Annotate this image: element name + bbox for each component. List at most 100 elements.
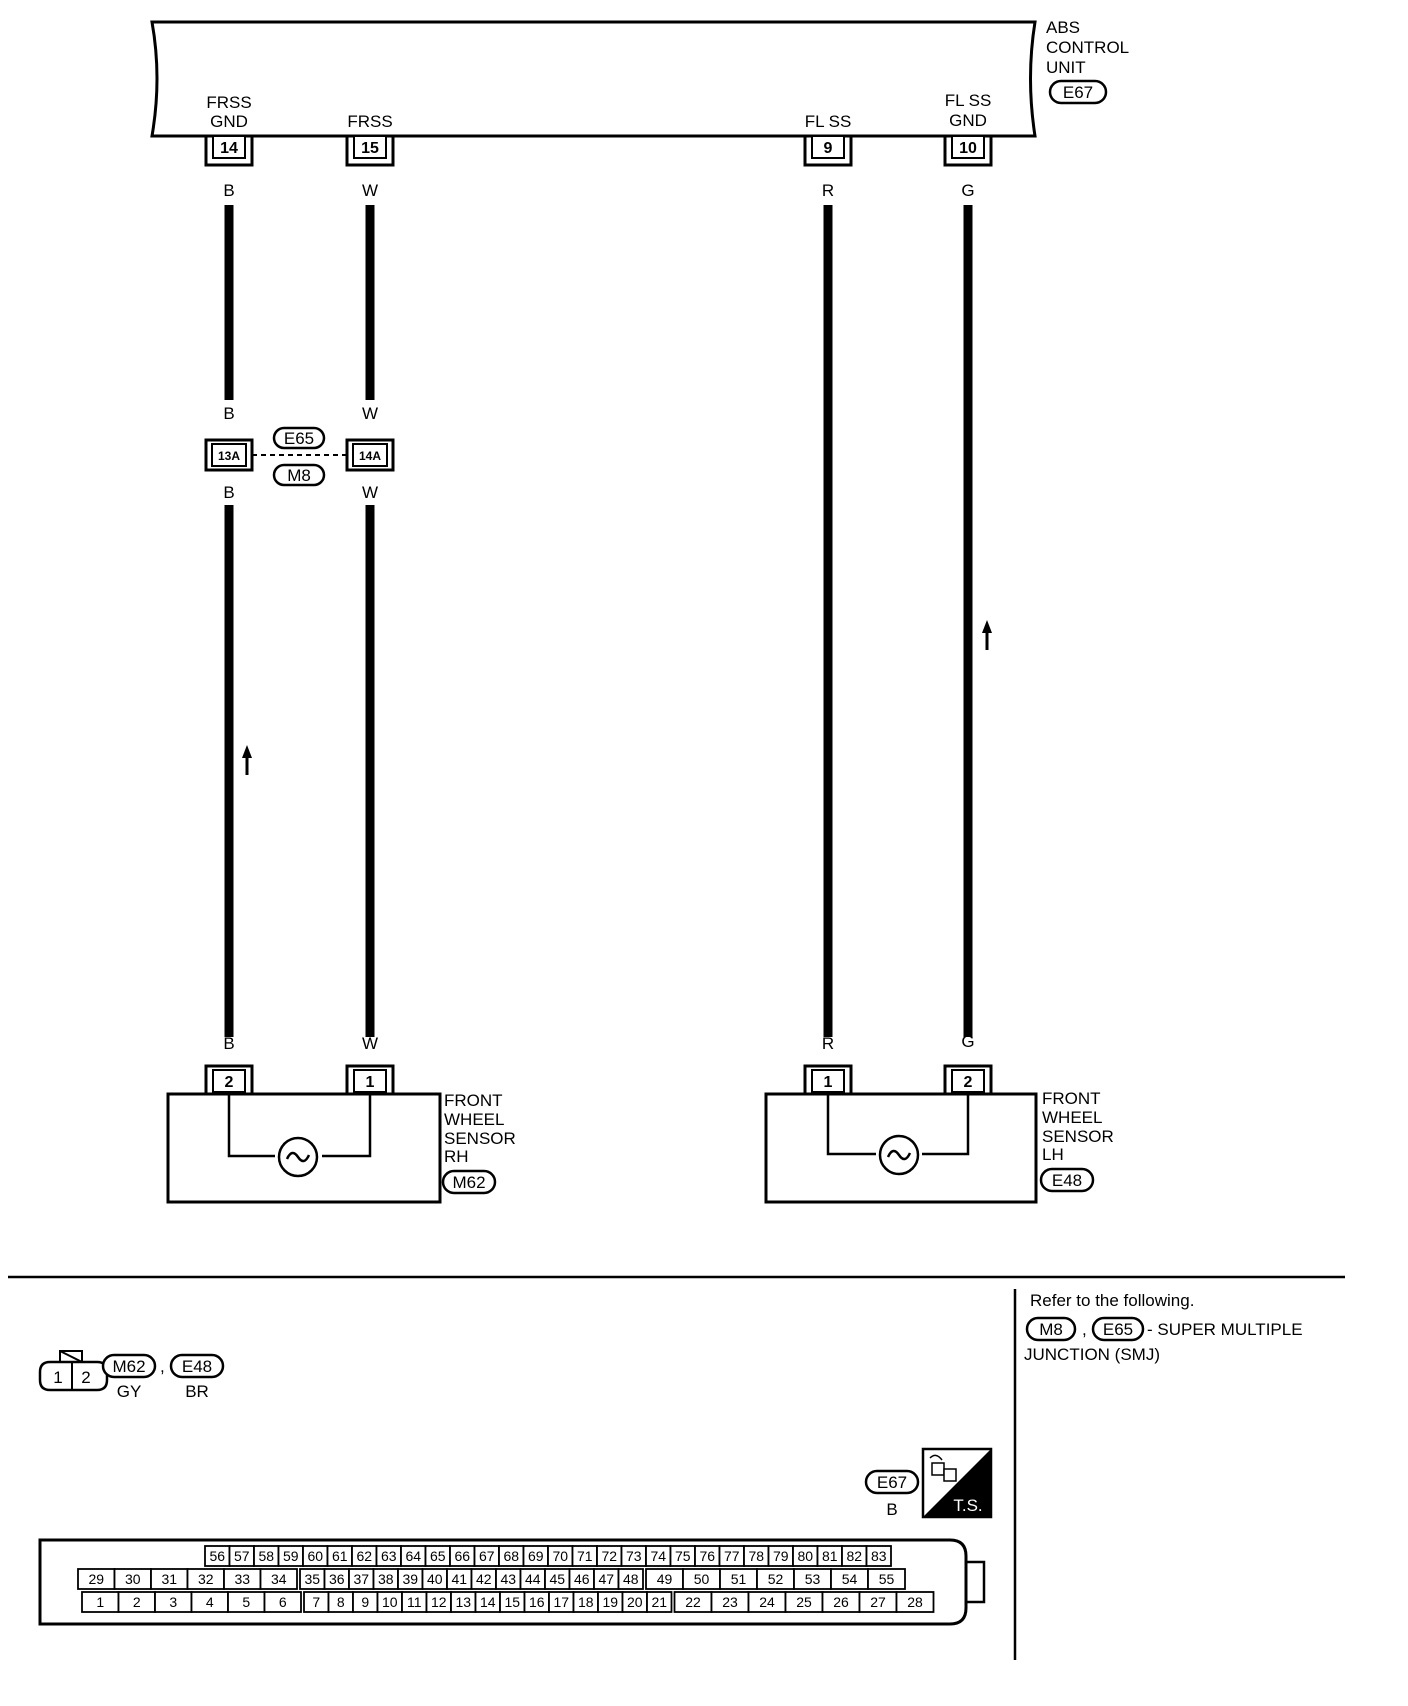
e67-pin-cell [867,1568,906,1590]
sensor-lh-internal-wiring [826,1094,970,1156]
e67-pin-number: 49 [657,1571,673,1587]
wire-color-w-top: W [362,181,378,200]
legend-color-gy: GY [117,1382,142,1401]
e67-pin-number: 46 [574,1571,590,1587]
e67-pin-number: 34 [271,1571,287,1587]
legend-connector-e48: E48 [182,1357,212,1376]
e67-pin-number: 31 [161,1571,177,1587]
e67-pin-number: 15 [504,1594,520,1610]
e67-pin-number: 81 [822,1548,838,1564]
e67-connector-latch [964,1560,986,1604]
e67-pin-number: 4 [206,1594,214,1610]
e67-pin-number: 30 [125,1571,141,1587]
e67-connector-outline [38,1538,968,1626]
refer-note-line-2: - SUPER MULTIPLE [1147,1320,1303,1339]
e67-pin-number: 3 [169,1594,177,1610]
abs-control-unit-outline [150,20,1037,138]
junction-wire-b-lower: B [223,483,234,502]
sensor-lh-name-line-1: FRONT [1042,1089,1101,1108]
up-arrow-icon [242,745,252,775]
wire-color-g-top: G [961,181,974,200]
sensor-lh-wire-g: G [961,1032,974,1051]
front-wheel-sensor-lh [764,1092,1038,1204]
e67-pin-number: 26 [833,1594,849,1610]
abs-unit-connector-code: E67 [1063,83,1093,102]
legend-connector-m62: M62 [112,1357,145,1376]
junction-wire-w-lower: W [362,483,378,502]
e67-pin-number: 33 [234,1571,250,1587]
junction-connector-m8: M8 [287,466,311,485]
terminal-15-label: FRSS [347,112,392,131]
svg-text:10: 10 [959,140,977,157]
svg-text:1: 1 [366,1074,375,1091]
e67-pin-number: 25 [796,1594,812,1610]
legend-connector-m62-badge [101,1353,157,1379]
e67-pin-number: 1 [96,1594,104,1610]
refer-note-line-1: Refer to the following. [1030,1291,1194,1310]
svg-text:9: 9 [824,140,833,157]
front-wheel-sensor-rh [166,1092,442,1204]
up-arrow-icon [982,620,992,650]
e67-pin-number: 50 [694,1571,710,1587]
e67-pin-number: 39 [402,1571,418,1587]
e67-pin-number: 76 [699,1548,715,1564]
e67-pin-number: 57 [234,1548,250,1564]
e67-pin-cell [646,1591,673,1613]
sensor-lh-wire-r: R [822,1034,834,1053]
e67-pin-cell [259,1568,298,1590]
e67-pin-number: 8 [337,1594,345,1610]
svg-text:T.S.: T.S. [953,1496,982,1515]
e67-pin-cell [895,1591,935,1613]
terminal-10-label-line-1: FL SS [945,91,992,110]
e67-pin-number: 38 [378,1571,394,1587]
e67-pin-number: 64 [405,1548,421,1564]
sensor-rh-connector-badge [441,1169,497,1195]
abs-unit-connector-badge [1048,79,1108,105]
wire-color-r-top: R [822,181,834,200]
e67-pin-number: 43 [500,1571,516,1587]
abs-unit-name-line-1: ABS [1046,18,1080,37]
refer-code-separator: , [1082,1320,1087,1339]
legend-connector-e67-badge [864,1469,920,1495]
terminal-14-label-line-2: GND [210,112,248,131]
refer-note-line-3: JUNCTION (SMJ) [1024,1345,1160,1364]
sensor-rh-connector-code: M62 [452,1173,485,1192]
legend-color-b: B [886,1500,897,1519]
e67-pin-number: 29 [88,1571,104,1587]
e67-pin-cell [263,1591,302,1613]
sensor-lh-connector-badge [1039,1167,1095,1193]
pin-box-9: 9 [803,135,853,167]
e67-pin-number: 10 [382,1594,398,1610]
e67-pin-number: 6 [279,1594,287,1610]
e67-pin-number: 32 [198,1571,214,1587]
wire-color-b-top: B [223,181,234,200]
svg-text:2: 2 [81,1368,90,1387]
pin-box-14: 14 [204,135,254,167]
e67-pin-number: 79 [773,1548,789,1564]
e67-pin-number: 47 [598,1571,614,1587]
junction-connector-e65-badge [272,426,326,450]
junction-wire-b-upper: B [223,404,234,423]
e67-pin-number: 70 [552,1548,568,1564]
sensor-lh-name-line-4: LH [1042,1145,1064,1164]
two-pin-connector-icon: 1 2 [38,1350,109,1392]
e67-pin-number: 16 [529,1594,545,1610]
svg-text:15: 15 [361,140,379,157]
terminal-14-label-line-1: FRSS [206,93,251,112]
e67-pin-number: 68 [503,1548,519,1564]
e67-pin-number: 12 [431,1594,447,1610]
refer-code-m8: M8 [1039,1320,1063,1339]
ts-terminal-side-icon: T.S. [921,1447,993,1519]
e67-pin-number: 2 [133,1594,141,1610]
svg-text:14: 14 [220,140,238,157]
e67-pin-number: 23 [722,1594,738,1610]
e67-pin-number: 13 [455,1594,471,1610]
e67-pin-number: 19 [602,1594,618,1610]
e67-pin-number: 21 [651,1594,667,1610]
e67-pin-number: 63 [381,1548,397,1564]
e67-pin-number: 27 [870,1594,886,1610]
e67-pin-number: 44 [525,1571,541,1587]
terminal-10-label-line-2: GND [949,111,987,130]
e67-pin-number: 73 [626,1548,642,1564]
